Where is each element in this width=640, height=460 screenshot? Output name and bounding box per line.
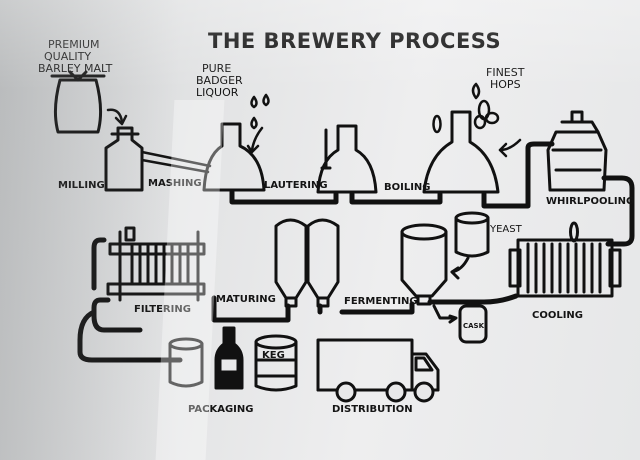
mash-tun-icon	[202, 122, 266, 192]
stage-packaging: PACKAGING	[188, 404, 253, 415]
stage-milling: MILLING	[58, 180, 105, 191]
pipe-top-row	[229, 141, 635, 247]
hops-label-line-2: HOPS	[490, 78, 521, 91]
hop-icon	[432, 82, 522, 158]
stage-fermenting: FERMENTING	[344, 296, 418, 307]
keg-icon	[254, 334, 298, 392]
yeast-label: YEAST	[489, 224, 523, 235]
grist-chute-icon	[140, 150, 212, 174]
liquor-label-line-3: LIQUOR	[196, 86, 239, 99]
lauter-tun-icon	[316, 124, 378, 194]
liquor-label-line-1: PURE	[202, 62, 231, 75]
filter-press-icon	[106, 226, 206, 302]
arrow-icon	[106, 108, 128, 126]
stage-whirlpooling: WHIRLPOOLING	[546, 196, 634, 207]
stage-cooling: COOLING	[532, 310, 583, 321]
pipe-bottom-row	[77, 237, 519, 363]
yeast-tin-icon	[450, 211, 490, 280]
cask-icon	[432, 304, 488, 344]
stage-mashing: MASHING	[148, 178, 202, 189]
liquor-drops-icon	[246, 93, 270, 154]
beer-bottle-icon	[214, 326, 244, 390]
liquor-label-line-2: BADGER	[196, 74, 243, 87]
stage-maturing: MATURING	[216, 294, 276, 305]
stage-lautering: LAUTERING	[264, 180, 328, 191]
copper-kettle-icon	[422, 110, 500, 194]
cask-label: CASK	[463, 322, 485, 330]
delivery-truck-icon	[316, 338, 440, 403]
malt-label-line-1: PREMIUM	[48, 38, 100, 51]
mill-icon	[104, 126, 144, 192]
stage-filtering: FILTERING	[134, 304, 191, 315]
malt-label-line-2: QUALITY	[44, 50, 91, 63]
maturation-tanks-icon	[274, 218, 340, 308]
keg-label: KEG	[262, 350, 285, 361]
hops-label-line-1: FINEST	[486, 66, 525, 79]
diagram-title: THE BREWERY PROCESS	[208, 29, 501, 53]
malt-sack-icon	[50, 70, 106, 134]
stage-boiling: BOILING	[384, 182, 431, 193]
heat-exchanger-icon	[508, 221, 622, 298]
malt-label-line-3: BARLEY MALT	[38, 62, 113, 75]
fermenter-icon	[400, 223, 448, 306]
beer-can-icon	[168, 337, 204, 388]
whirlpool-vessel-icon	[546, 110, 608, 192]
stage-distribution: DISTRIBUTION	[332, 404, 413, 415]
